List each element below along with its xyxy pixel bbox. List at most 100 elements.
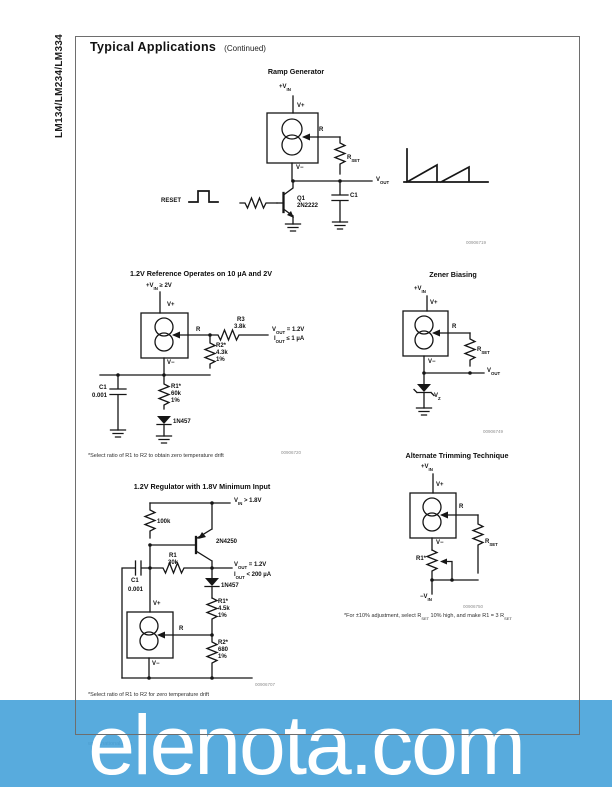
- alternate-trimming-circuit: [409, 473, 485, 595]
- label-r2-star-value: 680: [218, 647, 229, 653]
- label-vplus: V+: [167, 302, 175, 308]
- label-r1-star-value: 4.5k: [218, 606, 230, 612]
- label-r1-star-tol: 1%: [218, 613, 227, 619]
- reset-pulse-icon: [188, 190, 219, 203]
- diode-1n457-icon: [204, 567, 220, 599]
- ground-icon: [109, 429, 127, 438]
- pnp-transistor-icon: [194, 502, 213, 569]
- label-reset: RESET: [161, 198, 182, 204]
- label-r3-value: 3.8k: [234, 324, 246, 330]
- label-r1-value: 60k: [171, 391, 182, 397]
- label-vout: VOUT: [376, 177, 390, 185]
- label-c1-value: 0.001: [92, 393, 108, 399]
- footnote-trim: *For ±10% adjustment, select RSET 10% hi…: [344, 613, 512, 621]
- ramp-generator-circuit: [188, 95, 489, 232]
- label-r1: R1*: [171, 384, 182, 390]
- regulator-1v2-circuit: [121, 501, 253, 680]
- potentiometer-r1-icon: [425, 549, 453, 581]
- zener-biasing-circuit: [402, 295, 485, 416]
- label-vminus: V−: [167, 360, 175, 366]
- label-q1: Q1: [297, 196, 306, 202]
- label-vplus: V+: [430, 300, 438, 306]
- current-source-symbol: [422, 497, 442, 517]
- ground-icon: [331, 221, 349, 230]
- label-c1-value: 0.001: [128, 587, 144, 593]
- label-iout: IOUT < 200 µA: [234, 572, 272, 580]
- reference-1v2-circuit: [99, 291, 269, 444]
- label-vminus: V−: [152, 661, 160, 667]
- label-r-pin: R: [179, 626, 184, 632]
- resistor-100k: [143, 502, 157, 539]
- label-r1-star: R1*: [218, 599, 229, 605]
- fig-title-ref: 1.2V Reference Operates on 10 µA and 2V: [129, 269, 273, 278]
- fig-title-zener: Zener Biasing: [429, 270, 477, 279]
- label-r2-star: R2*: [218, 640, 229, 646]
- label-diode: 1N457: [173, 419, 191, 425]
- arrow-icon: [172, 331, 180, 339]
- current-source-symbol: [281, 118, 303, 140]
- fig-title-ramp: Ramp Generator: [267, 67, 325, 76]
- label-vout: VOUT = 1.2V: [234, 562, 267, 570]
- label-vneg: −VIN: [420, 594, 432, 602]
- elenota-watermark-banner: elenota.com: [0, 700, 612, 787]
- label-vout: VOUT: [487, 368, 501, 376]
- label-vin: +VIN ≥ 2V: [146, 283, 172, 291]
- label-r2-star-tol: 1%: [218, 654, 227, 660]
- label-r-pin: R: [196, 327, 201, 333]
- label-vin: VIN > 1.8V: [234, 498, 262, 506]
- label-r3: R3: [237, 317, 245, 323]
- resistor-r1-star: [205, 597, 219, 636]
- label-vin: +VIN: [414, 286, 426, 294]
- resistor-rset: [333, 136, 347, 175]
- label-r1: R1*: [416, 556, 427, 562]
- label-rset: RSET: [477, 347, 490, 355]
- ground-icon: [155, 435, 173, 444]
- label-r-pin: R: [319, 127, 324, 133]
- figure-code: 00906750: [463, 604, 484, 609]
- label-r2-tol: 1%: [216, 357, 225, 363]
- elenota-watermark-text: elenota.com: [88, 698, 526, 792]
- figure-code: 00906749: [483, 429, 504, 434]
- label-r-pin: R: [452, 324, 457, 330]
- label-100k: 100k: [157, 519, 171, 525]
- resistor-r2: [203, 334, 217, 369]
- label-vplus: V+: [436, 482, 444, 488]
- figure-code: 00906720: [281, 450, 302, 455]
- current-source-symbol: [139, 616, 159, 636]
- capacitor-c1-icon: [109, 374, 127, 431]
- fig-title-reg: 1.2V Regulator with 1.8V Minimum Input: [133, 482, 271, 491]
- label-vplus: V+: [297, 103, 305, 109]
- resistor-rset: [463, 332, 477, 367]
- label-vz: VZ: [434, 393, 441, 401]
- label-r2-value: 4.3k: [216, 350, 228, 356]
- label-vminus: V−: [436, 540, 444, 546]
- capacitor-c1-icon: [331, 180, 349, 223]
- resistor-r3: [209, 328, 269, 342]
- arrow-icon: [440, 511, 448, 519]
- label-c1: C1: [99, 385, 107, 391]
- label-rset: RSET: [347, 155, 360, 163]
- label-transistor: 2N4250: [216, 539, 238, 545]
- resistor-r1-30k: [149, 561, 213, 575]
- label-r-pin: R: [459, 504, 464, 510]
- label-vout: VOUT = 1.2V: [272, 327, 305, 335]
- label-r1-tol: 1%: [171, 398, 180, 404]
- label-rset: RSET: [485, 539, 498, 547]
- footnote-ref: *Select ratio of R1 to R2 to obtain zero…: [88, 453, 224, 459]
- label-diode: 1N457: [221, 583, 239, 589]
- label-vminus: V−: [428, 359, 436, 365]
- label-vminus: V−: [296, 165, 304, 171]
- current-source-symbol: [414, 315, 434, 335]
- label-c1: C1: [350, 193, 358, 199]
- resistor-r2-star: [205, 634, 219, 679]
- diode-1n457-icon: [156, 416, 172, 437]
- figure-code: 00906707: [255, 682, 276, 687]
- npn-transistor-icon: [282, 180, 294, 225]
- section-header: Typical Applications (Continued): [90, 40, 266, 54]
- label-r1-value: 30k: [168, 560, 179, 566]
- label-iout: IOUT ≤ 1 µA: [274, 336, 305, 344]
- label-c1: C1: [131, 578, 139, 584]
- arrow-icon: [302, 133, 310, 141]
